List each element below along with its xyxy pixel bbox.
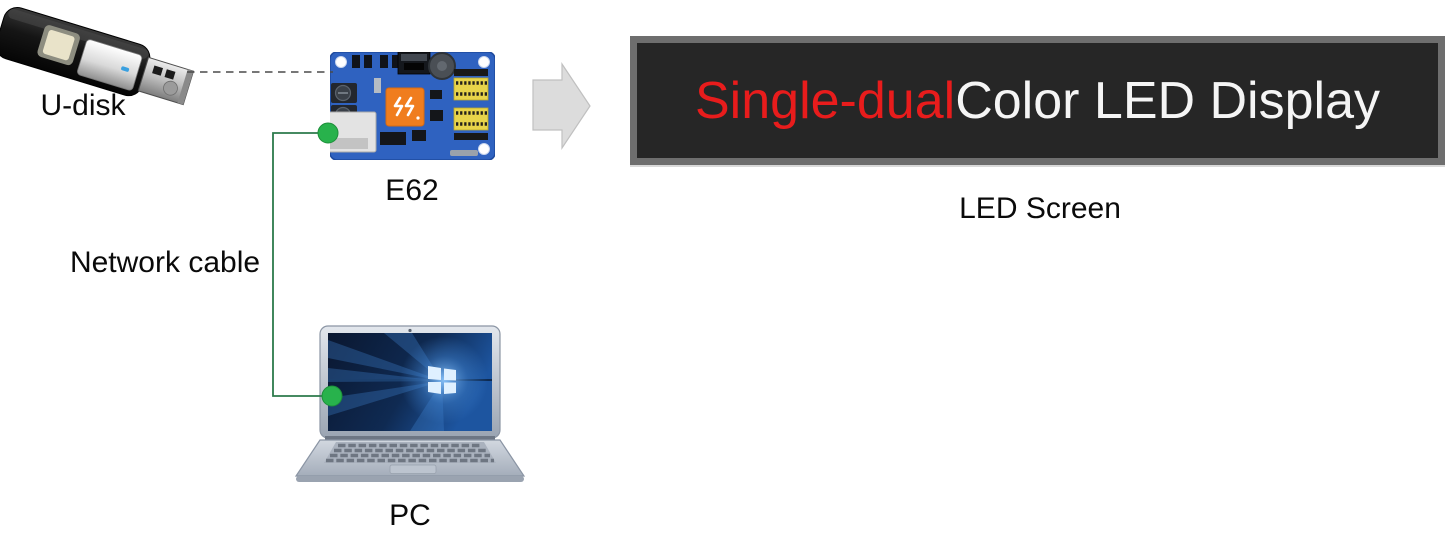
udisk-led-indicator [121, 66, 130, 72]
fingerprint-sensor [42, 29, 75, 61]
flow-arrow-icon [532, 62, 591, 150]
cable-plug-dot-controller [317, 122, 339, 144]
led-display-panel: Single-dual Color LED Display [630, 36, 1445, 165]
udisk-chrome-panel [77, 39, 143, 91]
usb-host-port [397, 52, 431, 75]
laptop-front-edge [296, 476, 524, 482]
mounting-hole [478, 143, 490, 155]
edge-connector [450, 150, 478, 156]
usb-connector [137, 56, 195, 106]
udisk-illustration [0, 6, 195, 106]
top-pin-headers [352, 55, 400, 68]
ic-chips [374, 78, 443, 145]
ethernet-port [330, 111, 377, 153]
mounting-hole [335, 56, 347, 68]
network-cable-line [272, 132, 332, 397]
network-cable-label: Network cable [69, 246, 261, 279]
chip-logo-icon [385, 87, 425, 127]
led-screen-label: LED Screen [959, 192, 1121, 225]
laptop-touchpad [389, 464, 437, 474]
windows-logo-icon [428, 366, 456, 394]
led-text-red: Single-dual [695, 71, 956, 130]
pc-label: PC [389, 499, 431, 532]
udisk-label: U-disk [40, 89, 126, 122]
laptop-hinge [325, 436, 495, 441]
led-text-white: Color LED Display [955, 71, 1380, 130]
e62-board-illustration [330, 52, 495, 160]
pc-laptop-illustration [294, 325, 526, 482]
hub-connectors [453, 69, 489, 140]
battery-holder [428, 52, 456, 80]
mounting-hole [478, 56, 490, 68]
controller-label: E62 [385, 174, 439, 207]
cable-plug-dot-pc [321, 385, 343, 407]
laptop-keyboard [324, 442, 496, 463]
webcam-icon [408, 328, 412, 333]
laptop-screen-wallpaper [328, 333, 492, 431]
